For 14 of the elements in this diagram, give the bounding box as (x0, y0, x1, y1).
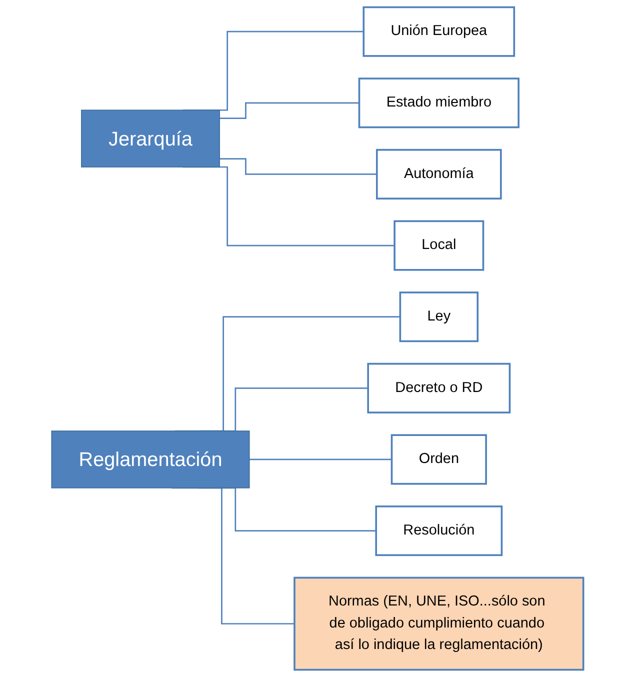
node-box: Decreto o RD (367, 362, 511, 414)
node-box: Orden (390, 434, 487, 485)
node-box: Ley (399, 292, 479, 342)
node-box: Jerarquía (81, 110, 220, 168)
node-box: Normas (EN, UNE, ISO...sólo son de obligado cumplimiento cuando así lo indique la reglamentación) (294, 576, 584, 671)
connector (220, 102, 360, 119)
node-box: Reglamentación (51, 430, 250, 488)
node-box: Unión Europea (362, 6, 516, 57)
node-box: Resolución (375, 506, 503, 556)
node-box: Local (394, 220, 484, 271)
node-box: Estado miembro (358, 78, 520, 128)
node-box: Autonomía (376, 148, 502, 200)
connector (220, 158, 377, 175)
connector (249, 458, 392, 460)
